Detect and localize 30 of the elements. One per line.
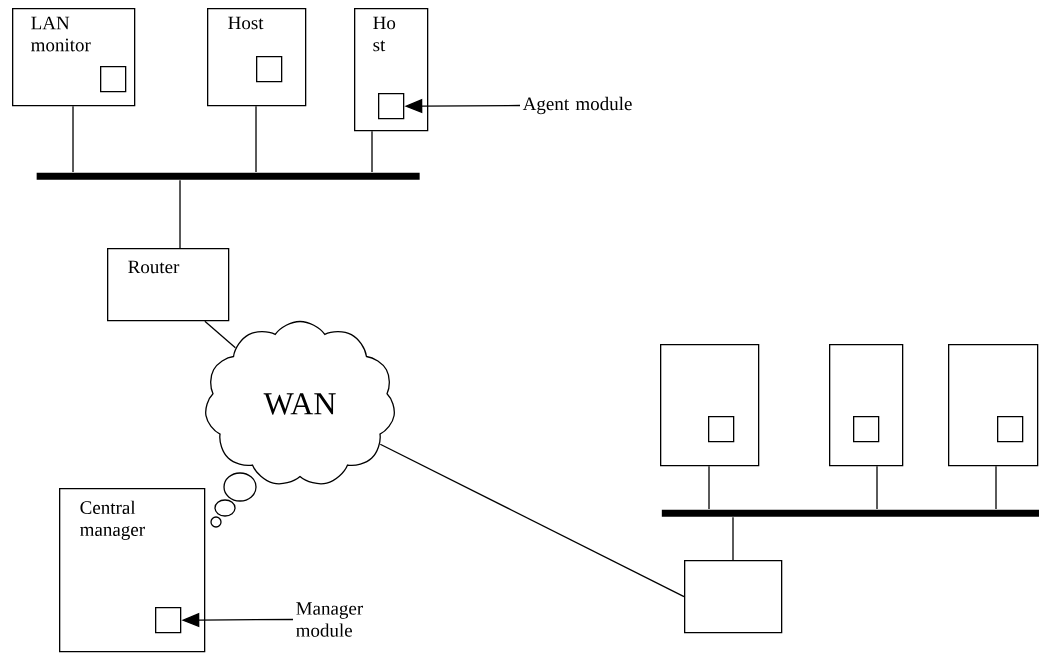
router-box [684, 560, 783, 634]
connector-line [876, 465, 878, 510]
callout-label: Agent module [522, 96, 632, 115]
host-box: Ho st [354, 8, 429, 132]
monitor-box: LAN monitor [12, 8, 136, 107]
connector-line [708, 465, 710, 510]
module-box [100, 66, 127, 93]
connector-line [371, 130, 373, 173]
connector-line [379, 443, 685, 598]
router-box: Router [107, 248, 230, 322]
connector-line [72, 105, 74, 173]
host-box [948, 344, 1039, 467]
host-box [829, 344, 904, 467]
module-box [997, 416, 1024, 443]
connector-line [995, 465, 997, 510]
module-box [378, 93, 405, 120]
module-box [155, 607, 182, 634]
connector-line [255, 105, 257, 173]
module-box [853, 416, 880, 443]
manager-box: Central manager [59, 488, 206, 653]
module-box [256, 56, 283, 83]
connector-line [179, 179, 181, 249]
host-box: Host [207, 8, 307, 107]
module-box [708, 416, 735, 443]
connector-line [204, 320, 236, 349]
callout-label: Manager module [296, 602, 363, 637]
bus-bar [661, 509, 1039, 517]
connector-line [732, 516, 734, 561]
host-box [660, 344, 760, 467]
bus-bar [36, 172, 420, 180]
